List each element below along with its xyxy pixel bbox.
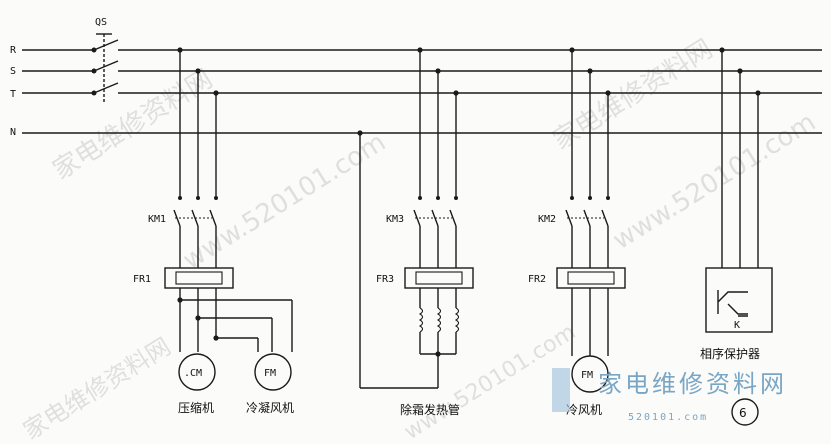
motor-condenser-fan: FM [264, 368, 276, 379]
caption-condenser-fan: 冷凝风机 [246, 400, 294, 415]
watermark-url-1: www.520101.com [178, 127, 391, 276]
figure-number-ring [731, 398, 759, 426]
isolating-switch-qs [91, 33, 119, 104]
line-label-r: R [10, 45, 17, 56]
watermark-text-3: 家电维修资料网 [18, 332, 175, 444]
caption-compressor: 压缩机 [178, 400, 214, 415]
brand-logo-text: 家电维修资料网 [598, 370, 787, 398]
label-fr2: FR2 [528, 274, 546, 285]
label-fr1: FR1 [133, 274, 151, 285]
figure-number: 6 [739, 406, 747, 420]
label-protector-code: K [734, 320, 740, 331]
defrost-heater-branch [357, 47, 474, 389]
watermark-text-2: 家电维修资料网 [548, 34, 718, 156]
motor-compressor: .CM [184, 368, 202, 379]
brand-url-text: 520101.com [628, 412, 708, 423]
line-label-s: S [10, 66, 16, 77]
label-km1: KM1 [148, 214, 166, 225]
watermark-text-1: 家电维修资料网 [48, 64, 218, 186]
switch-label-qs: QS [95, 17, 107, 28]
phase-protector-branch [705, 47, 773, 333]
brand-logo: 家电维修资料网 520101.com [552, 368, 787, 423]
compressor-branch [164, 47, 293, 391]
line-label-n: N [10, 127, 16, 138]
caption-cold-fan: 冷风机 [566, 403, 602, 417]
label-km3: KM3 [386, 214, 404, 225]
line-label-t: T [10, 89, 16, 100]
watermark-url-2: www.520101.com [608, 107, 821, 256]
label-km2: KM2 [538, 214, 556, 225]
cold-fan-branch [556, 47, 626, 393]
caption-phase-protector: 相序保护器 [700, 346, 760, 361]
motor-cold-fan: FM [581, 370, 593, 381]
label-fr3: FR3 [376, 274, 394, 285]
caption-defrost-heater: 除霜发热管 [400, 402, 460, 417]
